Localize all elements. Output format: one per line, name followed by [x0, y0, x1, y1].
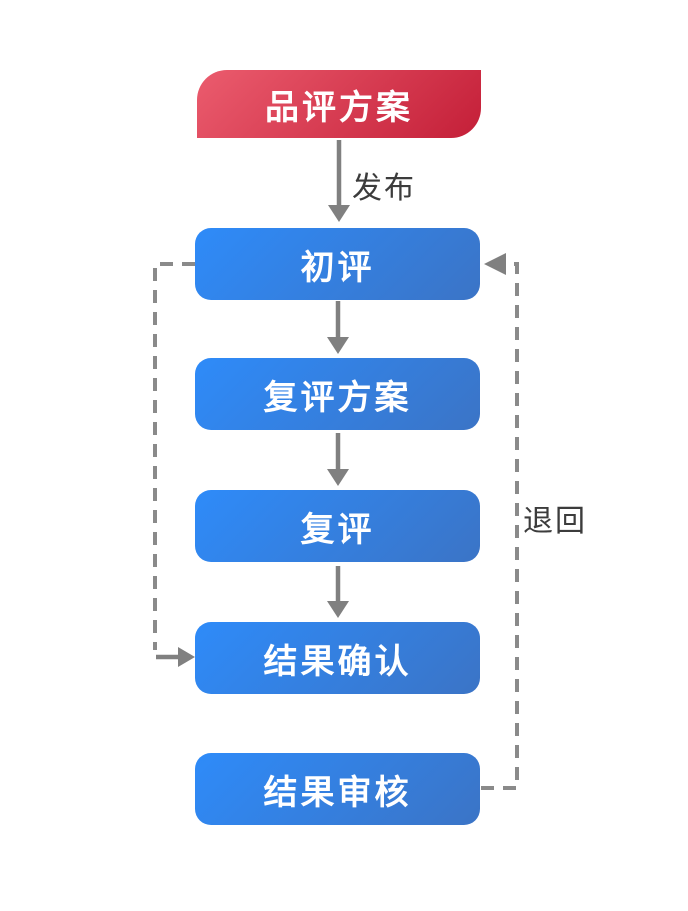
edge-return-dashed: [481, 253, 519, 790]
edge-publish-arrow: [328, 140, 350, 222]
node-initial-evaluation: 初评: [195, 228, 480, 300]
edge-label-publish: 发布: [352, 172, 416, 205]
node-result-review: 结果审核: [195, 753, 480, 825]
node-result-confirmation: 结果确认: [195, 622, 480, 694]
edge-label-return: 退回: [523, 505, 587, 538]
edge-replan-to-reeval-arrow: [327, 433, 349, 486]
node-tasting-plan: 品评方案: [197, 70, 481, 138]
node-re-evaluation: 复评: [195, 490, 480, 562]
node-re-evaluation-plan: 复评方案: [195, 358, 480, 430]
edge-skip-to-confirm-dashed: [153, 262, 195, 667]
edge-initial-to-replan-arrow: [327, 301, 349, 354]
edge-reeval-to-confirm-arrow: [327, 566, 349, 618]
